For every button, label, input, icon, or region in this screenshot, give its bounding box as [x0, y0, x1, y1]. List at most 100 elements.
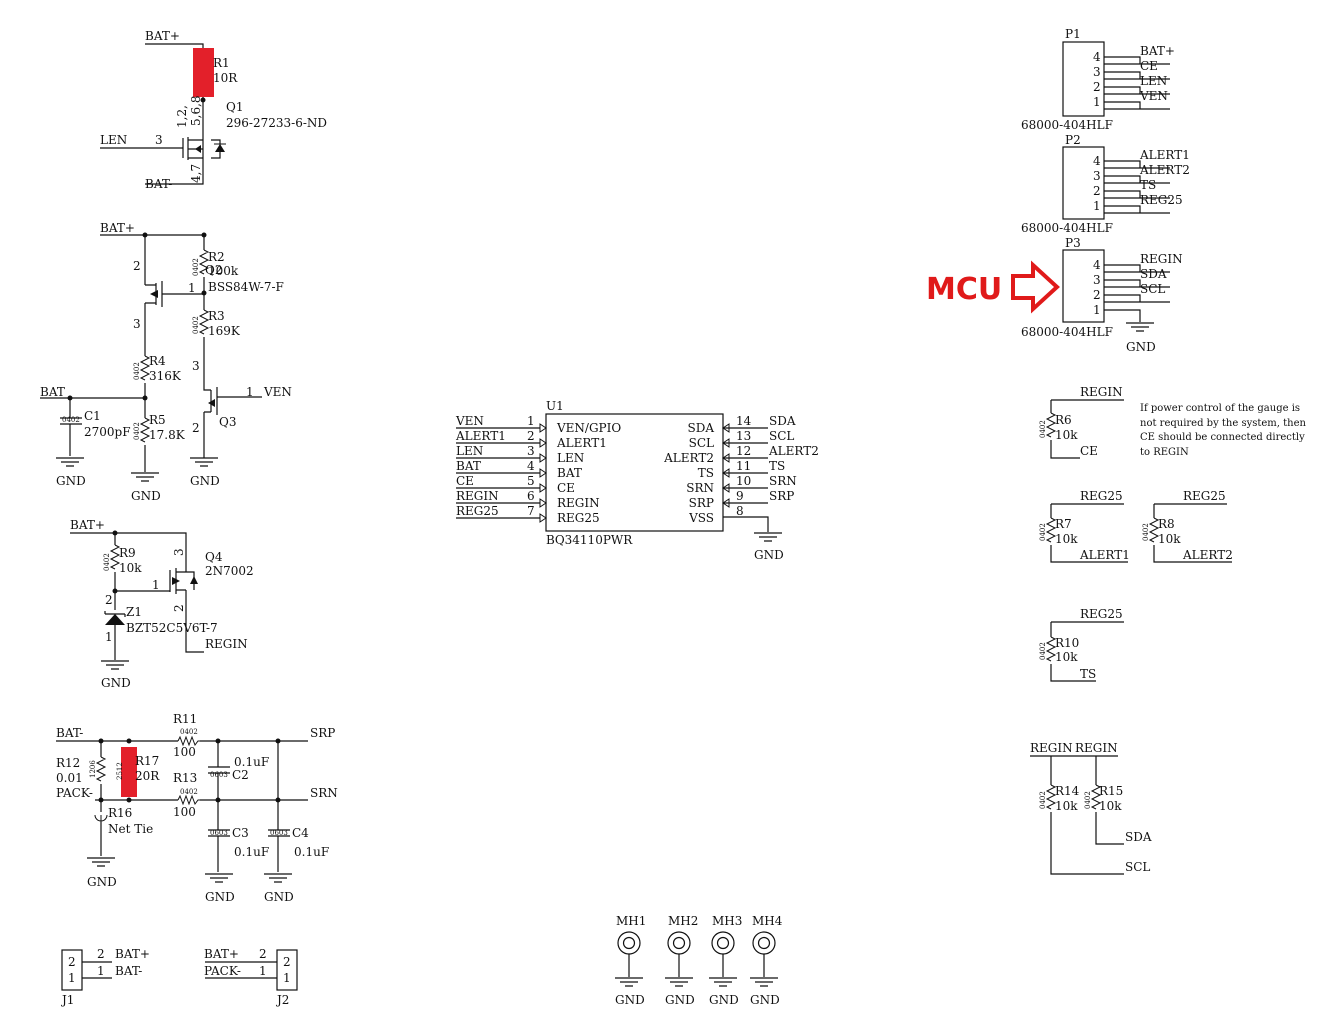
- r10-value: 10k: [1055, 650, 1078, 664]
- c1-package: 0402: [62, 416, 80, 424]
- u1-right-pin-name: VSS: [688, 511, 714, 525]
- r8-alert2-pullup: REG25 R8 10k 0402 ALERT2: [1142, 489, 1233, 563]
- net-label-reg25-r7: REG25: [1080, 489, 1123, 503]
- current-sense-block: BAT- SRP R11 0402 100 R12 0.01 1206 R17 …: [56, 712, 338, 904]
- p3-part: 68000-404HLF: [1021, 325, 1113, 339]
- u1-left-net-label: ALERT1: [455, 429, 506, 443]
- q2-pin-s: 2: [133, 259, 141, 273]
- r6-ref: R6: [1055, 413, 1072, 427]
- u1-pin-arrow-icon: [539, 438, 547, 448]
- header-pin-number: 3: [1093, 169, 1101, 183]
- r8-package: 0402: [1142, 523, 1150, 541]
- header-net-label: ALERT1: [1139, 148, 1190, 162]
- p3-ref: P3: [1065, 236, 1081, 250]
- u1-pin-arrow-icon: [722, 438, 730, 448]
- u1-left-pin-number: 5: [527, 474, 535, 488]
- u1-right-pin-name: TS: [698, 466, 714, 480]
- header-pin-number: 1: [1093, 95, 1101, 109]
- u1-left-pin-name: CE: [557, 481, 575, 495]
- c2-ref: C2: [232, 768, 249, 782]
- u1-left-pin-number: 4: [527, 459, 535, 473]
- q2-overlap-ref: Q2: [205, 263, 222, 277]
- j2-box-pin-1: 1: [283, 971, 291, 985]
- r8-value: 10k: [1158, 532, 1181, 546]
- u1-left-net-label: BAT: [456, 459, 481, 473]
- q3-ref: Q3: [219, 415, 236, 429]
- gnd-label-r16: GND: [87, 875, 117, 889]
- net-label-regin-r14: REGIN: [1030, 741, 1073, 755]
- header-pin-number: 4: [1093, 50, 1101, 64]
- header-pin-number: 1: [1093, 199, 1101, 213]
- r3-package: 0402: [192, 316, 200, 334]
- q1-ref: Q1: [226, 100, 243, 114]
- q1-gate-pin: 3: [155, 133, 163, 147]
- r11-ref: R11: [173, 712, 197, 726]
- mh3: MH3 GND: [709, 914, 742, 1007]
- header-net-label: BAT+: [1140, 44, 1175, 58]
- r12-ref: R12: [56, 756, 80, 770]
- r4-package: 0402: [133, 362, 141, 380]
- q4-value: 2N7002: [205, 564, 254, 578]
- design-note: If power control of the gauge is not req…: [1140, 403, 1307, 458]
- j1-box-pin-1: 1: [68, 971, 76, 985]
- r17-ref: R17: [135, 754, 159, 768]
- q2-value: BSS84W-7-F: [208, 280, 284, 294]
- mcu-label: MCU: [926, 272, 1002, 307]
- header-net-label: ALERT2: [1139, 163, 1190, 177]
- mh1-ref: MH1: [616, 914, 646, 928]
- r5-value: 17.8K: [149, 428, 186, 442]
- q1-pins-mid: 5,6,8: [189, 95, 203, 126]
- u1-left-net-label: REG25: [456, 504, 499, 518]
- net-label-bat: BAT: [40, 385, 65, 399]
- note-line-1: If power control of the gauge is: [1140, 403, 1300, 414]
- gnd-label-c3: GND: [205, 890, 235, 904]
- header-pin-wire: [1104, 86, 1170, 95]
- mcu-arrow-icon: [1011, 260, 1060, 314]
- r5-package: 0402: [133, 422, 141, 440]
- u1-left-pin-name: BAT: [557, 466, 582, 480]
- r13-package: 0402: [180, 788, 198, 796]
- j2-pin-1: 1: [259, 964, 267, 978]
- q4-pin-g: 1: [152, 578, 160, 592]
- u1-right-pin-number: 10: [736, 474, 751, 488]
- u1-ref: U1: [546, 399, 564, 413]
- header-pin-wire: [1104, 56, 1170, 65]
- r13-ref: R13: [173, 771, 197, 785]
- u1-pin-arrow-icon: [722, 483, 730, 493]
- u1-right-net-label: SCL: [769, 429, 794, 443]
- r6-package: 0402: [1039, 420, 1047, 438]
- gnd-label-mh1: GND: [615, 993, 645, 1007]
- q1-pins-bot: 4,7: [189, 164, 203, 183]
- u1-right-net-label: SRN: [769, 474, 797, 488]
- header-pin-wire: [1104, 160, 1170, 169]
- r17-package: 2512: [116, 762, 124, 780]
- r9-ref: R9: [119, 546, 136, 560]
- header-pin-wire: [1104, 101, 1170, 110]
- header-net-label: CE: [1140, 59, 1158, 73]
- net-label-bat-minus-2: BAT-: [56, 726, 83, 740]
- p2-part: 68000-404HLF: [1021, 221, 1113, 235]
- net-label-regin-r6: REGIN: [1080, 385, 1123, 399]
- net-label-ce-r6: CE: [1080, 444, 1098, 458]
- j2-box-pin-2: 2: [283, 955, 291, 969]
- j1-pin-2: 2: [97, 947, 105, 961]
- c4-package: 0603: [270, 829, 288, 837]
- u1-right-pin-number: 12: [736, 444, 751, 458]
- u1-left-net-label: CE: [456, 474, 474, 488]
- u1-part: BQ34110PWR: [546, 533, 633, 547]
- gnd-label-mh2: GND: [665, 993, 695, 1007]
- gnd-label-q3: GND: [190, 474, 220, 488]
- net-label-bat-plus-3: BAT+: [70, 518, 105, 532]
- r14-package: 0402: [1039, 791, 1047, 809]
- z1-pin-a: 2: [105, 593, 113, 607]
- p1-ref: P1: [1065, 27, 1081, 41]
- u1-right-net-label: ALERT2: [768, 444, 819, 458]
- ven-divider-block: BAT+ R2 100k Q2 BSS84W-7-F 0402 2 1 3 R3…: [40, 221, 292, 503]
- mh4: MH4 GND: [750, 914, 783, 1007]
- q2-pin-d: 3: [133, 317, 141, 331]
- u1-left-pin-number: 2: [527, 429, 535, 443]
- net-label-regin-r15: REGIN: [1075, 741, 1118, 755]
- r15-value: 10k: [1099, 799, 1122, 813]
